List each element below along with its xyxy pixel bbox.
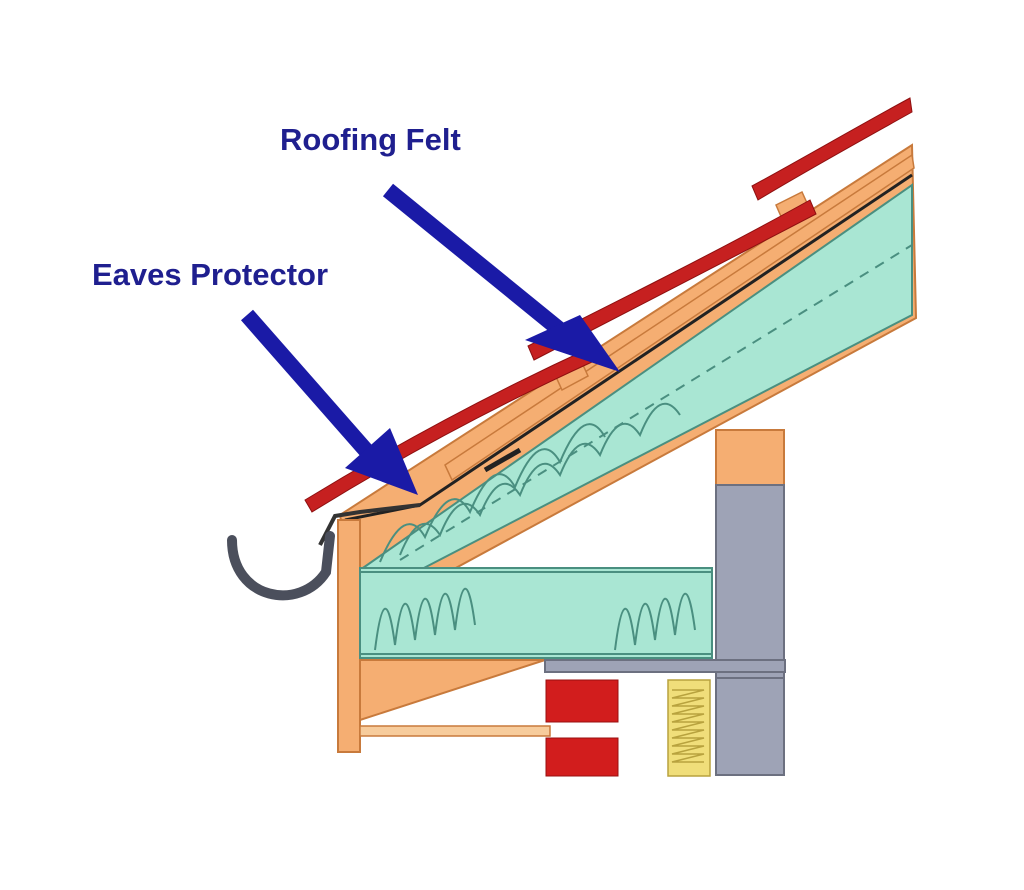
cavity-insulation (667, 679, 711, 777)
gutter (227, 531, 335, 601)
brick-lower (545, 737, 619, 777)
soffit (359, 725, 551, 737)
eaves-protector-label: Eaves Protector (92, 257, 328, 292)
felt-lap (483, 447, 522, 473)
roofing-felt-label: Roofing Felt (280, 122, 461, 157)
eaves-protector (318, 503, 421, 546)
inner-block-wall (715, 484, 785, 776)
wall-plate (715, 429, 785, 486)
roof-tile-middle (527, 199, 817, 361)
roof-tile-upper (751, 97, 913, 201)
roofing-felt-arrow (382, 183, 620, 372)
rafter-lower-tie (359, 659, 546, 722)
wall-head (544, 659, 786, 673)
tile-lath (444, 153, 915, 482)
joist-insulation-coils (360, 571, 712, 655)
fascia-board (337, 519, 361, 753)
eaves-protector-arrow (240, 309, 418, 495)
sloped-insulation-coils (379, 402, 681, 563)
brick-upper (545, 679, 619, 723)
cavity-insulation-coil (671, 689, 705, 763)
